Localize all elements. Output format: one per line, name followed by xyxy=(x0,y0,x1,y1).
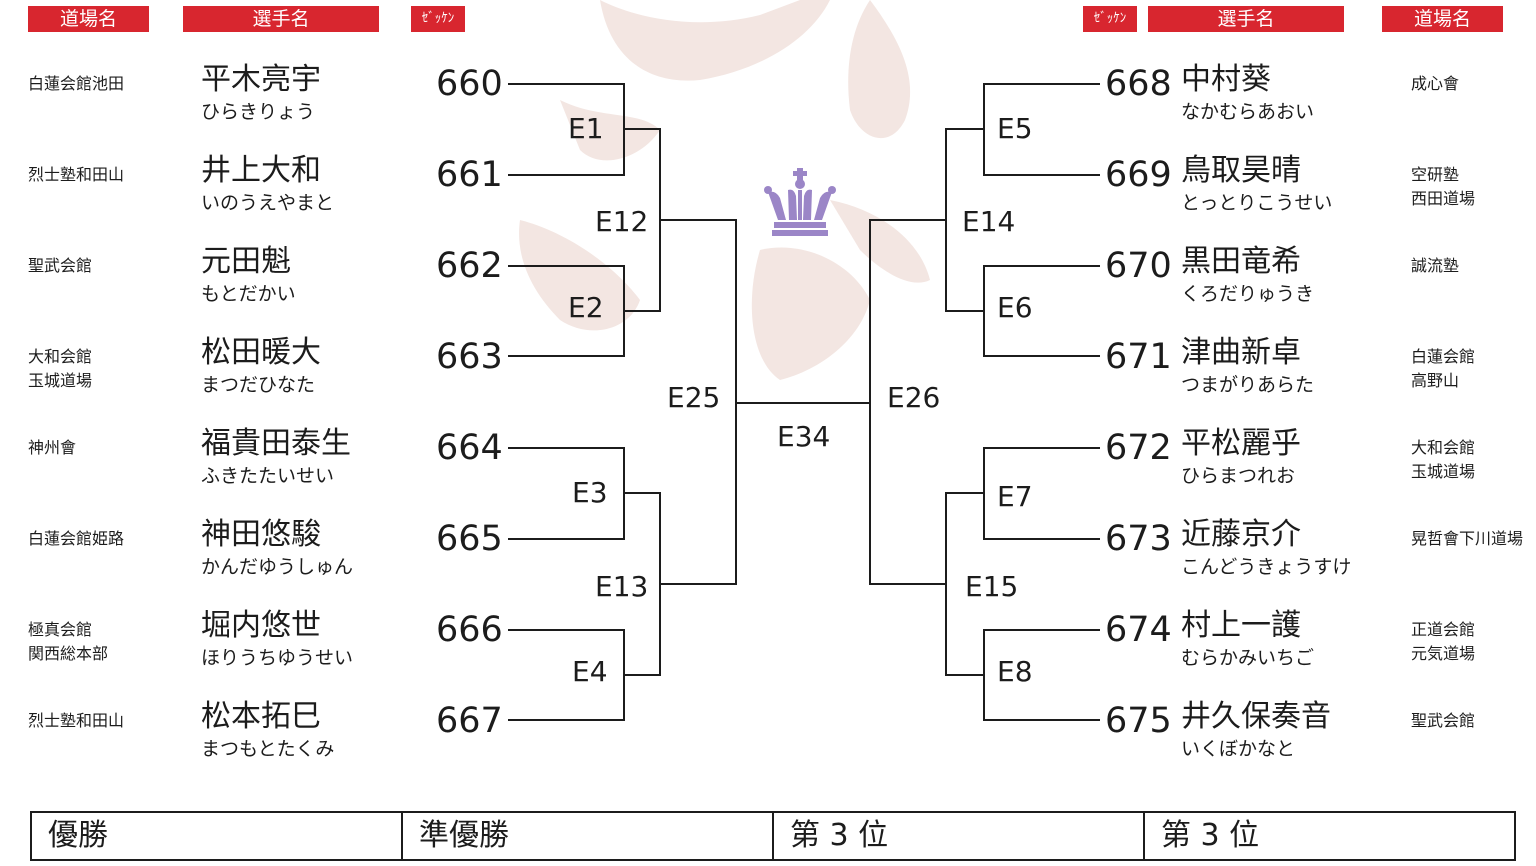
header-dojo-left: 道場名 xyxy=(28,6,149,32)
match-label: E8 xyxy=(997,655,1033,688)
dojo-name: 白蓮会館 高野山 xyxy=(1411,347,1476,390)
crown-icon xyxy=(764,168,836,236)
dojo-name: 神州會 xyxy=(28,438,77,457)
player-kana: ひらきりょう xyxy=(201,101,316,123)
player-name: 村上一護 xyxy=(1181,608,1301,643)
match-label: E6 xyxy=(997,291,1033,324)
match-label: E26 xyxy=(887,381,941,414)
match-label: E14 xyxy=(962,205,1016,238)
player-kana: ほりうちゆうせい xyxy=(201,647,354,669)
player-name: 元田魁 xyxy=(201,244,291,279)
player-kana: いくぼかなと xyxy=(1181,738,1296,760)
player-name: 井久保奏音 xyxy=(1181,699,1331,734)
dojo-name: 白蓮会館姫路 xyxy=(28,529,125,548)
match-label: E1 xyxy=(568,112,604,145)
dojo-name: 烈士塾和田山 xyxy=(28,711,125,730)
dojo-name: 白蓮会館池田 xyxy=(28,74,125,93)
dojo-name: 烈士塾和田山 xyxy=(28,165,125,184)
match-label: E5 xyxy=(997,112,1033,145)
player-kana: ふきたたいせい xyxy=(201,465,335,487)
player-kana: とっとりこうせい xyxy=(1181,192,1333,214)
player-name: 福貴田泰生 xyxy=(201,426,351,461)
header-bib-left: ｾﾞｯｹﾝ xyxy=(411,6,465,32)
result-champion: 優勝 xyxy=(32,813,403,859)
dojo-name: 大和会館 玉城道場 xyxy=(28,347,93,390)
match-label: E3 xyxy=(572,476,608,509)
bib-number: 673 xyxy=(1105,519,1172,559)
header-dojo-right: 道場名 xyxy=(1382,6,1503,32)
player-kana: くろだりゅうき xyxy=(1181,283,1315,305)
match-label: E12 xyxy=(595,205,649,238)
player-kana: まつだひなた xyxy=(201,374,316,396)
match-label: E2 xyxy=(568,291,604,324)
dojo-name: 誠流塾 xyxy=(1411,256,1460,275)
player-name: 神田悠駿 xyxy=(201,517,321,552)
player-name: 近藤京介 xyxy=(1181,517,1301,552)
match-label: E15 xyxy=(965,570,1019,603)
results-table: 優勝 準優勝 第 3 位 第 3 位 xyxy=(30,811,1516,861)
result-third-place: 第 3 位 xyxy=(1161,818,1260,853)
match-label: E7 xyxy=(997,480,1033,513)
bib-number: 670 xyxy=(1105,246,1172,286)
header-player-right: 選手名 xyxy=(1148,6,1344,32)
bib-number: 675 xyxy=(1105,701,1172,741)
bib-number: 663 xyxy=(436,337,503,377)
bib-number: 666 xyxy=(436,610,503,650)
dojo-name: 大和会館 玉城道場 xyxy=(1411,438,1476,481)
player-name: 松本拓巳 xyxy=(201,699,321,734)
player-name: 中村葵 xyxy=(1181,62,1271,97)
bib-number: 664 xyxy=(436,428,503,468)
dojo-name: 空研塾 西田道場 xyxy=(1411,165,1476,208)
dojo-name: 聖武会館 xyxy=(1411,711,1476,730)
bib-number: 662 xyxy=(436,246,503,286)
player-name: 松田暖大 xyxy=(201,335,321,370)
result-runner-up: 準優勝 xyxy=(403,813,774,859)
bib-number: 671 xyxy=(1105,337,1172,377)
player-name: 津曲新卓 xyxy=(1181,335,1301,370)
header-player-left: 選手名 xyxy=(183,6,379,32)
dojo-name: 成心會 xyxy=(1411,74,1460,93)
match-label: E4 xyxy=(572,655,608,688)
player-name: 平松麗乎 xyxy=(1181,426,1301,461)
player-kana: いのうえやまと xyxy=(201,192,335,214)
match-label: E13 xyxy=(595,570,649,603)
player-kana: むらかみいちご xyxy=(1181,647,1315,669)
bib-number: 672 xyxy=(1105,428,1172,468)
match-label-final: E34 xyxy=(777,420,831,453)
player-name: 鳥取昊晴 xyxy=(1181,153,1301,188)
player-kana: こんどうきょうすけ xyxy=(1181,556,1352,578)
match-label: E25 xyxy=(667,381,721,414)
bib-number: 669 xyxy=(1105,155,1172,195)
bib-number: 665 xyxy=(436,519,503,559)
player-kana: もとだかい xyxy=(201,283,296,305)
dojo-name: 聖武会館 xyxy=(28,256,93,275)
player-kana: かんだゆうしゅん xyxy=(201,556,354,578)
dojo-name: 晃哲會下川道場 xyxy=(1411,529,1524,548)
bib-number: 674 xyxy=(1105,610,1172,650)
player-name: 井上大和 xyxy=(201,153,321,188)
player-name: 黒田竜希 xyxy=(1181,244,1301,279)
header-bib-right: ｾﾞｯｹﾝ xyxy=(1083,6,1137,32)
bib-number: 668 xyxy=(1105,64,1172,104)
player-name: 堀内悠世 xyxy=(201,608,321,643)
player-kana: つまがりあらた xyxy=(1181,374,1315,396)
bib-number: 661 xyxy=(436,155,503,195)
player-name: 平木亮宇 xyxy=(201,62,321,97)
dojo-name: 正道会館 元気道場 xyxy=(1411,620,1476,663)
dojo-name: 極真会館 関西総本部 xyxy=(28,620,109,663)
bib-number: 660 xyxy=(436,64,503,104)
player-kana: まつもとたくみ xyxy=(201,738,335,760)
result-third-place: 第 3 位 xyxy=(774,813,1145,859)
bib-number: 667 xyxy=(436,701,503,741)
player-kana: なかむらあおい xyxy=(1181,101,1315,123)
player-kana: ひらまつれお xyxy=(1181,465,1296,487)
